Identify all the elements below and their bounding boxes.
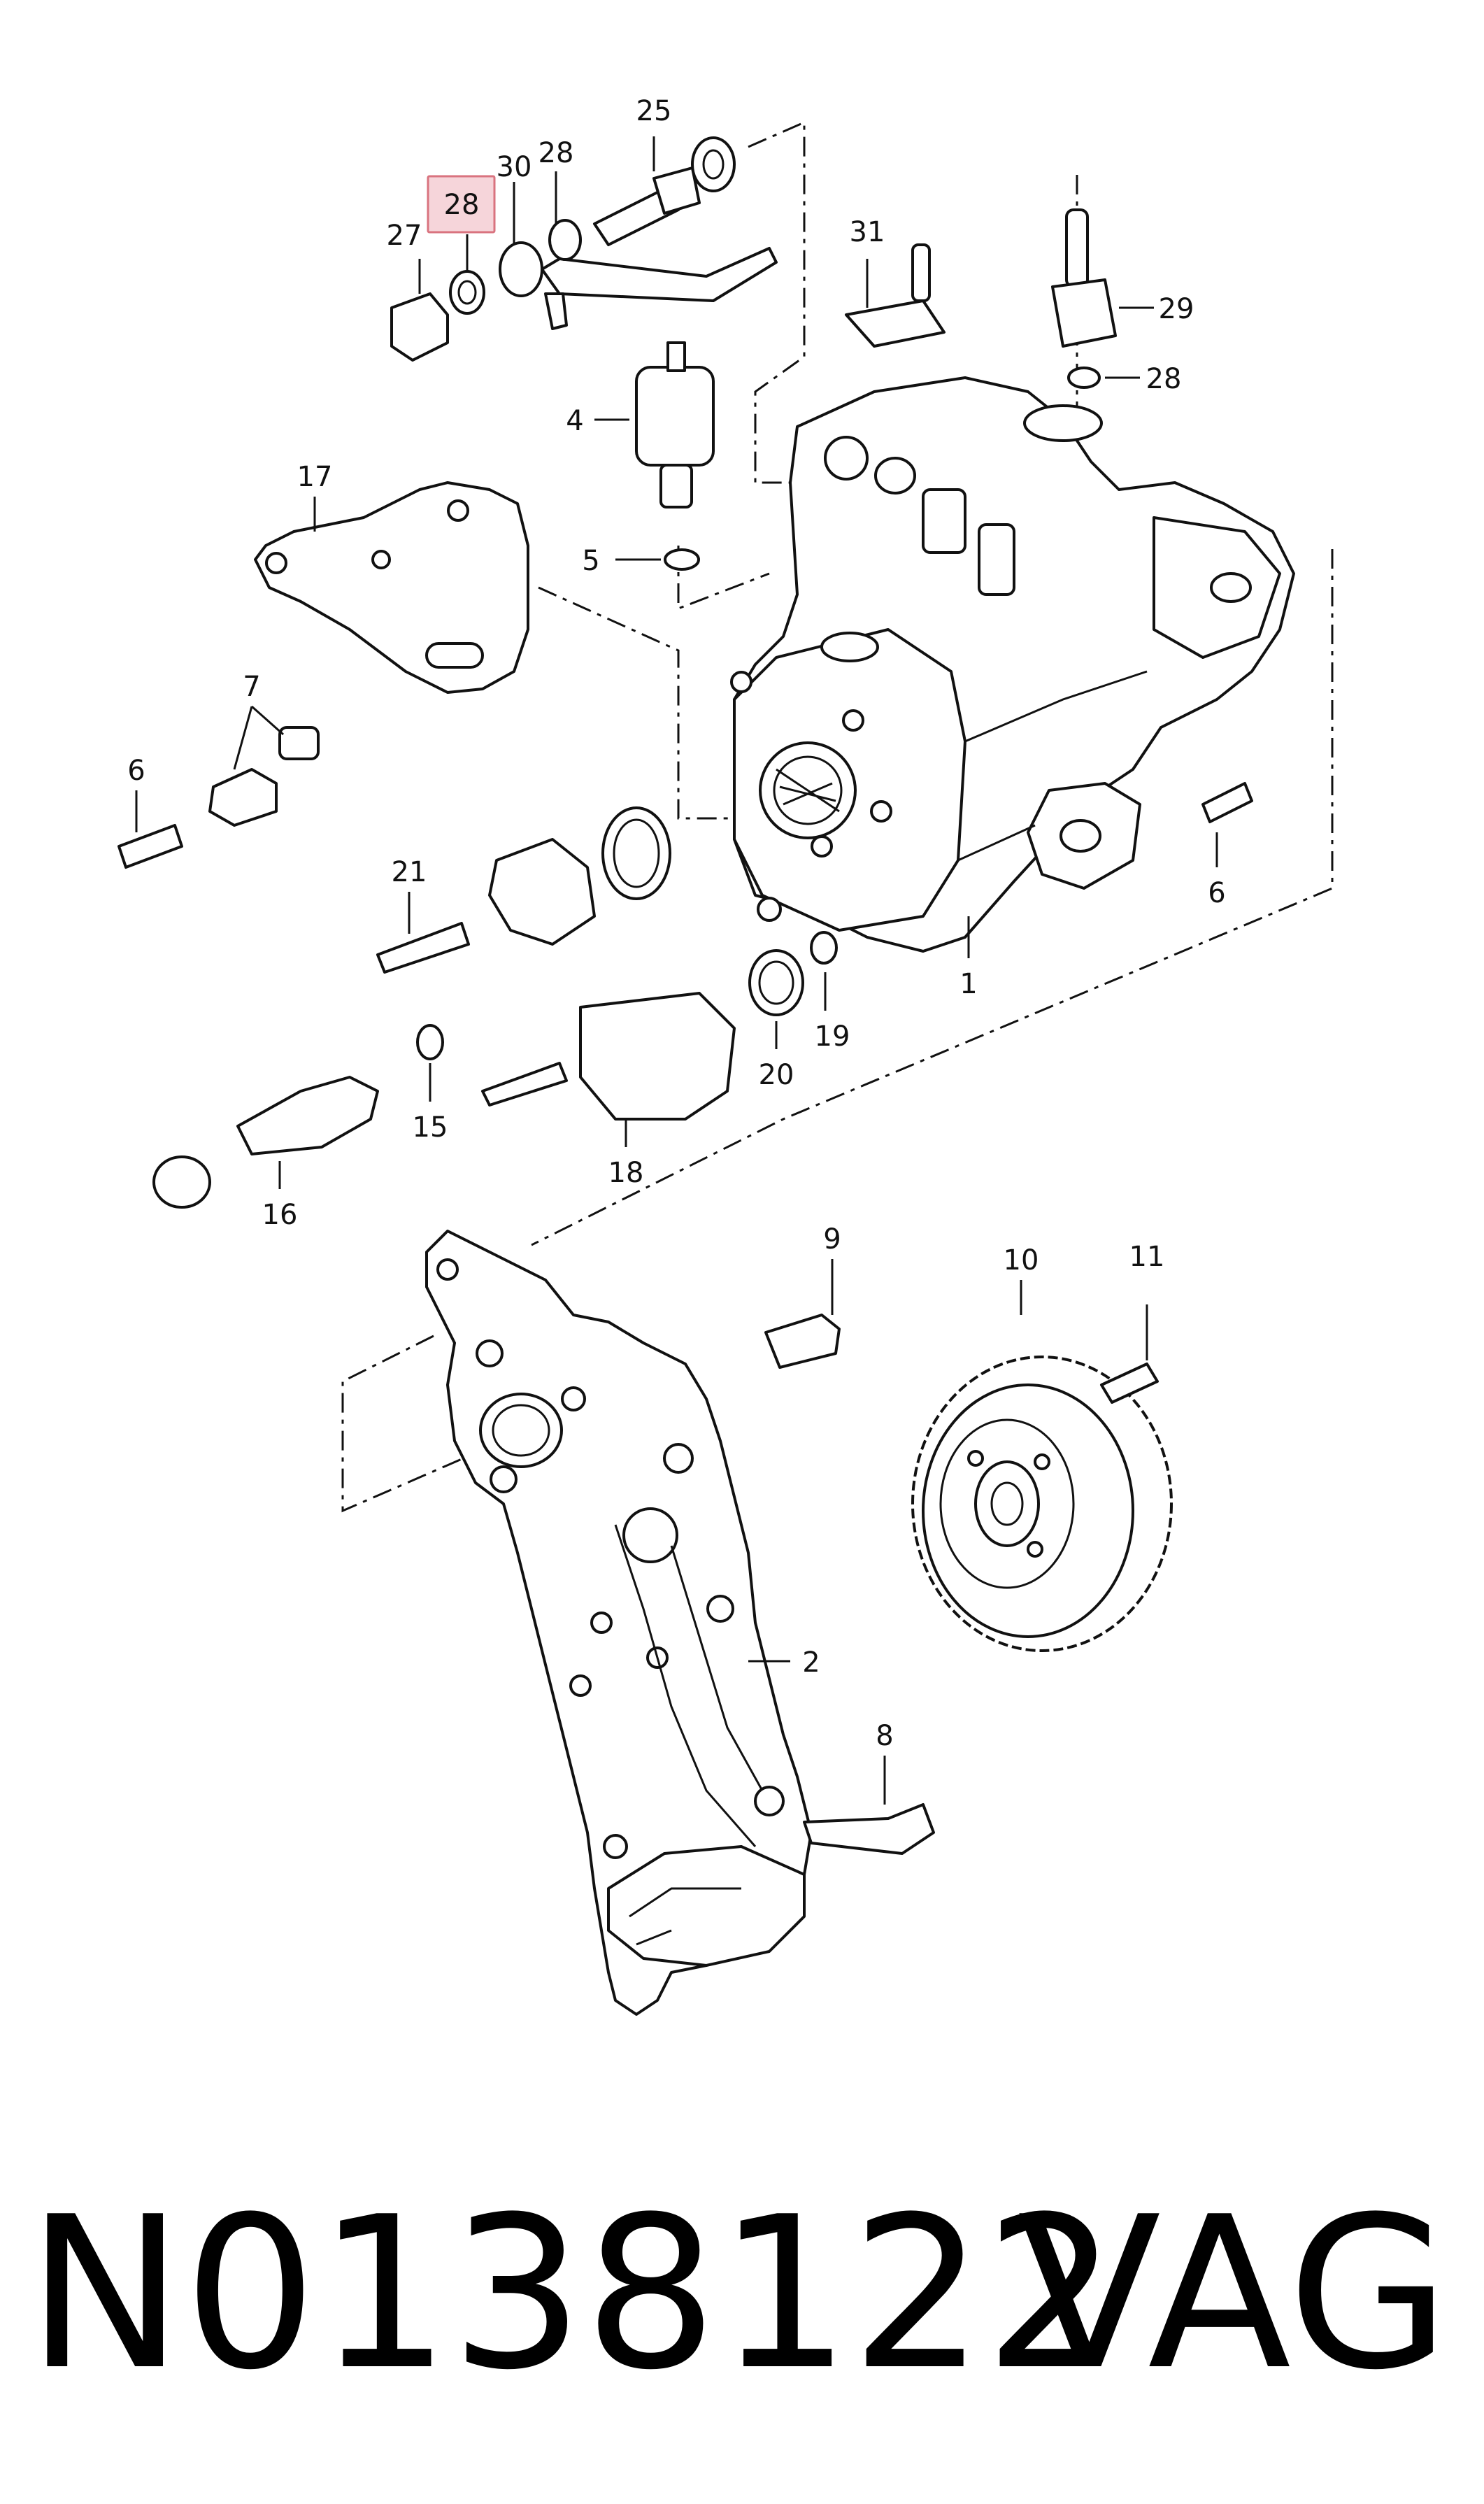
callout-18: 18: [608, 1157, 644, 1189]
callout-30: 30: [497, 151, 532, 183]
callout-17: 17: [297, 461, 333, 493]
callout-11: 11: [1129, 1241, 1165, 1273]
callout-19: 19: [815, 1020, 850, 1053]
callout-27: 27: [387, 220, 422, 252]
callout-29: 29: [1159, 293, 1194, 325]
callout-2: 2: [802, 1646, 820, 1679]
callout-6-right: 6: [1208, 877, 1225, 909]
leader-lines: [135, 136, 1218, 1805]
callout-21: 21: [392, 856, 427, 888]
callout-16: 16: [262, 1199, 298, 1231]
callout-10: 10: [1004, 1244, 1039, 1276]
callout-4: 4: [566, 405, 583, 437]
exploded-parts-diagram: 25 28 30 28 27 31 29 28 4 17 5 7 6 21 6 …: [117, 95, 1334, 2016]
callout-25: 25: [636, 95, 672, 127]
callout-7: 7: [243, 671, 260, 703]
callout-28-top: 28: [538, 137, 574, 169]
callout-28-right: 28: [1146, 363, 1182, 395]
callout-28-highlighted: 28: [444, 189, 480, 221]
bracket-plate: [254, 481, 529, 694]
callout-8: 8: [876, 1720, 893, 1752]
highlighted-callout-box: [427, 175, 496, 234]
brand-name: VAG: [1018, 2172, 1450, 2416]
callout-31: 31: [850, 216, 885, 248]
mounting-bracket: [425, 1230, 813, 2016]
callout-6-left: 6: [127, 755, 145, 787]
callout-15: 15: [413, 1111, 448, 1144]
callout-labels: 25 28 30 28 27 31 29 28 4 17 5 7 6 21 6 …: [127, 95, 1225, 1752]
footer-caption: N0138122 VAG: [0, 2147, 1484, 2441]
part-number: N0138122: [27, 2172, 1118, 2416]
sprocket: [911, 1356, 1173, 1652]
callout-9: 9: [823, 1223, 841, 1255]
callout-20: 20: [759, 1059, 794, 1091]
callout-5: 5: [582, 545, 599, 577]
fasteners: [117, 136, 1253, 1855]
injection-pump: [730, 376, 1295, 953]
callout-1: 1: [959, 968, 977, 1000]
